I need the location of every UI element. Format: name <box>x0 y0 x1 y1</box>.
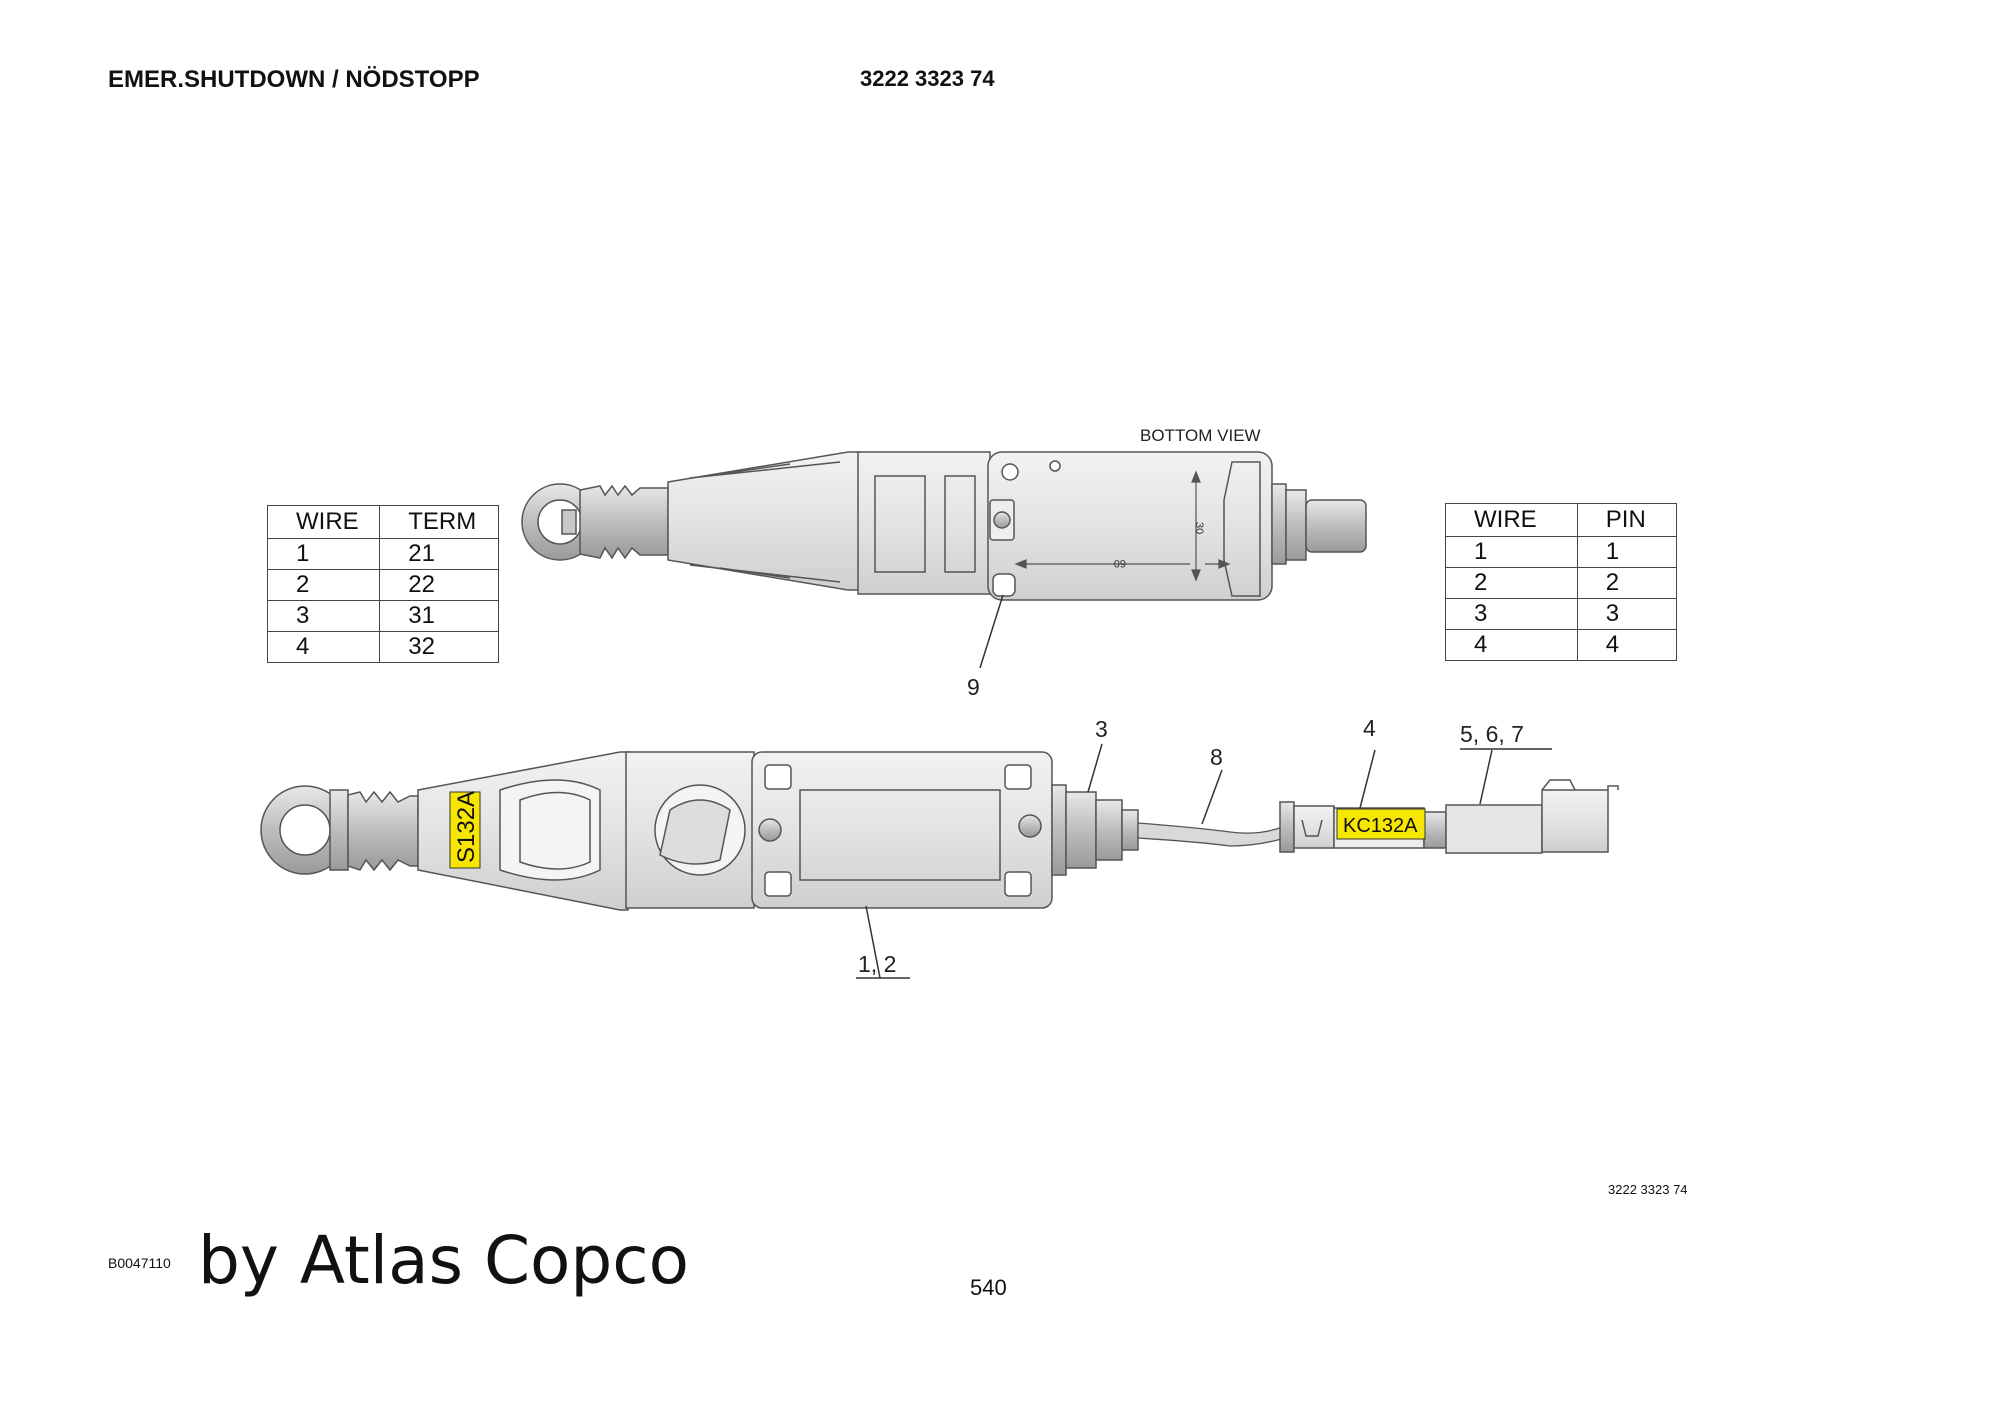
table-header: PIN <box>1576 503 1678 537</box>
table-row: 4 32 <box>266 631 499 663</box>
connector <box>1279 779 1619 854</box>
credit-text: by Atlas Copco <box>198 1222 689 1299</box>
image-code: B0047110 <box>108 1255 171 1271</box>
wire-term-table: WIRE TERM 1 21 2 22 3 31 4 32 <box>266 505 499 663</box>
callout-9: 9 <box>967 674 980 700</box>
bottom-view-device <box>521 451 1367 601</box>
table-row: 3 31 <box>266 600 499 632</box>
callout-1-2: 1, 2 <box>858 951 896 977</box>
part-number: 3222 3323 74 <box>860 66 995 91</box>
footer-part-number: 3222 3323 74 <box>1608 1182 1688 1197</box>
s132a-tag <box>449 791 481 869</box>
table-row: 4 4 <box>1445 629 1678 661</box>
table-header: TERM <box>379 505 499 539</box>
wire-pin-table: WIRE PIN 1 1 2 2 3 3 4 4 <box>1445 503 1678 661</box>
cable <box>1137 822 1286 847</box>
table-row: 1 1 <box>1445 536 1678 568</box>
callout-5-6-7: 5, 6, 7 <box>1460 721 1524 747</box>
table-header: WIRE <box>266 505 381 539</box>
dimension-60-label: 60 <box>1114 557 1126 569</box>
callout-8: 8 <box>1210 744 1223 770</box>
callout-4: 4 <box>1363 715 1376 741</box>
kc132a-tag <box>1336 808 1426 840</box>
page-number: 540 <box>970 1275 1007 1300</box>
s132a-label: S132A <box>453 791 480 863</box>
bottom-view-label: BOTTOM VIEW <box>1140 426 1261 445</box>
dimension-30-label: 30 <box>1193 522 1205 534</box>
table-row: 2 2 <box>1445 567 1678 599</box>
kc132a-label: KC132A <box>1343 815 1418 837</box>
side-view-device <box>260 751 1139 911</box>
table-row: 1 21 <box>266 538 499 570</box>
page-title: EMER.SHUTDOWN / NÖDSTOPP <box>108 66 480 93</box>
callout-3: 3 <box>1095 716 1108 742</box>
